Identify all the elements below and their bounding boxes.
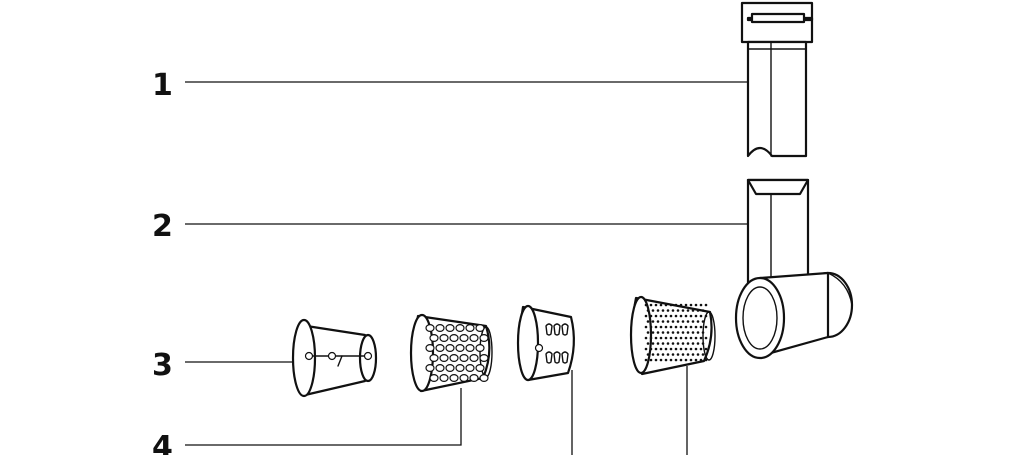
fine-slicer-cone-part — [518, 306, 574, 380]
fine-grater-cone-part — [631, 297, 715, 374]
callout-number-4: 4 — [152, 430, 173, 455]
callout-leader-1 — [185, 82, 748, 84]
coarse-grater-cone-part — [411, 315, 492, 391]
callout-number-2: 2 — [152, 209, 173, 244]
slicer-cone-part — [293, 320, 376, 396]
callout-number-1: 1 — [152, 68, 173, 103]
callout-number-3: 3 — [152, 348, 173, 383]
housing-part — [736, 180, 852, 358]
callout-leader-4 — [185, 388, 461, 445]
food-pusher-part — [742, 3, 812, 156]
